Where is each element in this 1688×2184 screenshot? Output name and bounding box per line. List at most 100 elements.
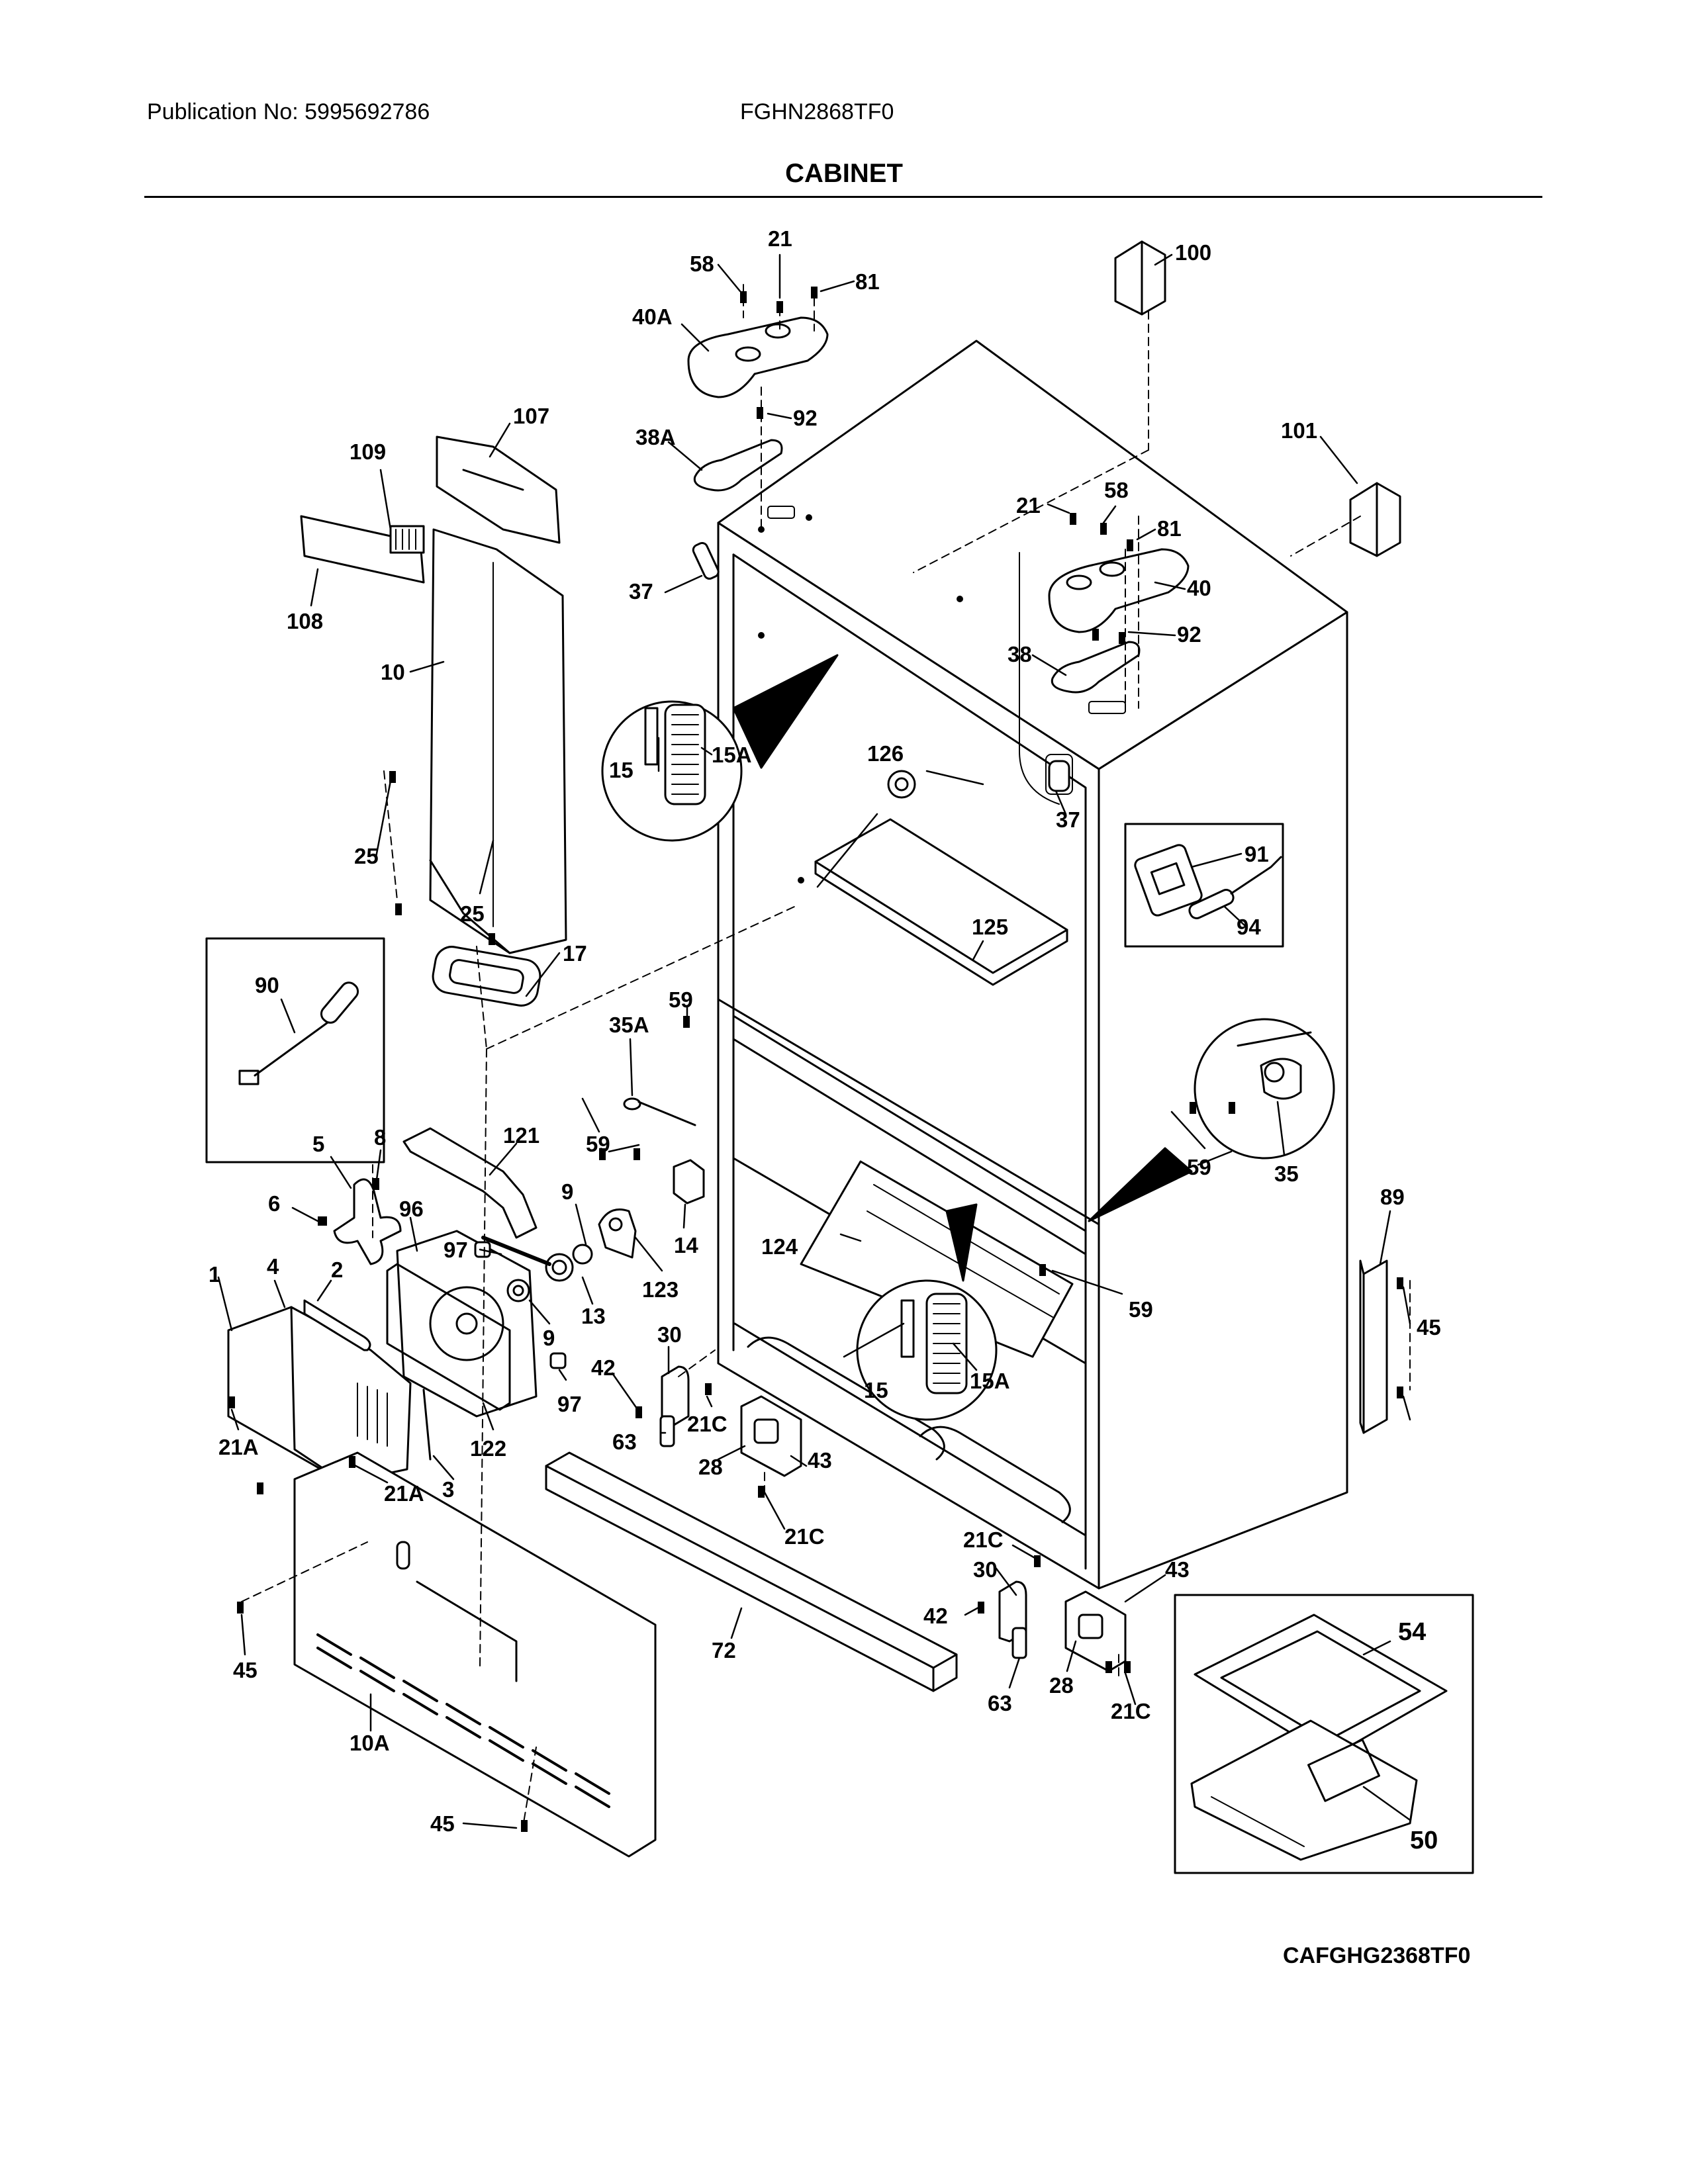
grommet-9 [506, 1279, 530, 1302]
callout-43-right: 43 [1165, 1557, 1190, 1582]
rear-panel-10A [293, 1451, 657, 1858]
control-board-50 [1190, 1719, 1418, 1861]
damper-126 [887, 770, 916, 799]
callout-6: 6 [268, 1191, 280, 1216]
callout-38: 38 [1008, 642, 1032, 666]
sensor-bracket-35A [623, 1097, 696, 1126]
fan-blade-5 [333, 1178, 402, 1265]
callout-25-left: 25 [354, 844, 379, 868]
thermistor-94 [1188, 856, 1282, 919]
callout-21C-1: 21C [687, 1412, 727, 1436]
model-number: FGHN2868TF0 [740, 99, 894, 124]
callout-9-lower: 9 [543, 1326, 555, 1350]
callout-4: 4 [267, 1254, 279, 1279]
callout-59-magnifier: 59 [1187, 1155, 1211, 1179]
callout-124: 124 [761, 1234, 798, 1259]
callout-59-lower: 59 [586, 1132, 610, 1156]
header-divider [144, 196, 1542, 198]
inset-box-90 [205, 937, 385, 1163]
callout-96: 96 [399, 1197, 424, 1221]
diagram-code: CAFGHG2368TF0 [1283, 1943, 1471, 1968]
callout-14: 14 [674, 1233, 698, 1257]
callout-81-right: 81 [1157, 516, 1182, 541]
callout-109: 109 [350, 439, 386, 464]
callout-58-right: 58 [1104, 478, 1129, 502]
callout-3: 3 [442, 1477, 454, 1502]
callout-91: 91 [1244, 842, 1269, 866]
bracket-101 [1349, 482, 1401, 557]
evaporator-cover-107 [436, 435, 561, 544]
callout-21: 21 [768, 226, 792, 251]
callout-125: 125 [972, 915, 1008, 939]
magnifier-15-top [601, 654, 839, 842]
callout-50: 50 [1410, 1827, 1438, 1854]
callout-42-right: 42 [923, 1604, 948, 1628]
callout-25-center: 25 [460, 901, 485, 926]
side-bracket-89 [1359, 1259, 1388, 1434]
leveling-leg-63 [659, 1415, 1027, 1659]
callout-40: 40 [1187, 576, 1211, 600]
filter-cover-108 [300, 515, 425, 584]
ice-maker-switch-91 [1134, 844, 1203, 917]
callout-2: 2 [331, 1257, 343, 1282]
publication-number: Publication No: 5995692786 [147, 99, 430, 124]
callout-30-right: 30 [973, 1557, 998, 1582]
callout-94: 94 [1237, 915, 1261, 939]
callout-92-right: 92 [1177, 622, 1201, 647]
callout-43-left: 43 [808, 1448, 832, 1473]
callout-21A-left: 21A [218, 1435, 259, 1459]
callout-35: 35 [1274, 1161, 1299, 1186]
callout-21A-center: 21A [384, 1481, 424, 1506]
callout-42-left: 42 [591, 1355, 616, 1380]
heater-122 [386, 1263, 511, 1411]
callout-13: 13 [581, 1304, 606, 1328]
callout-90: 90 [255, 973, 279, 997]
page-title: CABINET [785, 159, 903, 188]
crisper-cover-125 [814, 818, 1068, 986]
callout-10: 10 [381, 660, 405, 684]
bracket-100 [1114, 240, 1166, 316]
callout-63-right: 63 [988, 1691, 1012, 1715]
callout-21C-2: 21C [784, 1524, 825, 1549]
callout-92: 92 [793, 406, 818, 430]
callout-5: 5 [312, 1132, 324, 1156]
callout-63-left: 63 [612, 1430, 637, 1454]
callout-59-upper: 59 [669, 987, 693, 1012]
cabinet-shell [717, 340, 1348, 1590]
callout-126: 126 [867, 741, 904, 766]
thermistor-90 [238, 981, 359, 1085]
callout-21C-4: 21C [1111, 1699, 1151, 1723]
callout-108: 108 [287, 609, 323, 633]
hinge-bracket-38A [693, 439, 783, 492]
callout-100: 100 [1175, 240, 1211, 265]
callout-81: 81 [855, 269, 880, 294]
leader-lines [217, 253, 1411, 1829]
bracket-14 [673, 1159, 705, 1205]
bracket-121 [402, 1127, 538, 1239]
callout-21C-3: 21C [963, 1527, 1004, 1552]
air-filter-housing-17 [432, 946, 541, 1007]
inset-box-54 [1174, 1594, 1474, 1874]
callout-21-right: 21 [1016, 493, 1041, 518]
magnifier-35 [1088, 1018, 1335, 1222]
plug-37-top [692, 542, 720, 580]
callout-15A-top: 15A [712, 743, 752, 767]
callout-107: 107 [513, 404, 549, 428]
callout-15A-bottom: 15A [970, 1369, 1010, 1393]
callout-10A: 10A [350, 1731, 390, 1755]
callout-37-top: 37 [629, 579, 653, 604]
callout-72: 72 [712, 1638, 736, 1662]
callout-28-left: 28 [698, 1455, 723, 1479]
callout-45-bottom: 45 [430, 1811, 455, 1836]
evaporator-panel-10 [429, 528, 567, 954]
base-grille-72 [545, 1451, 958, 1692]
callout-28-right: 28 [1049, 1673, 1074, 1698]
cover-3 [422, 1388, 432, 1461]
callout-35A: 35A [609, 1013, 649, 1037]
top-hinge-right-40 [1048, 548, 1190, 633]
gasket-2 [303, 1299, 371, 1351]
roller-bracket-43-left [740, 1395, 802, 1477]
callout-38A: 38A [635, 425, 676, 449]
magnifier-15-bottom [856, 1203, 998, 1421]
